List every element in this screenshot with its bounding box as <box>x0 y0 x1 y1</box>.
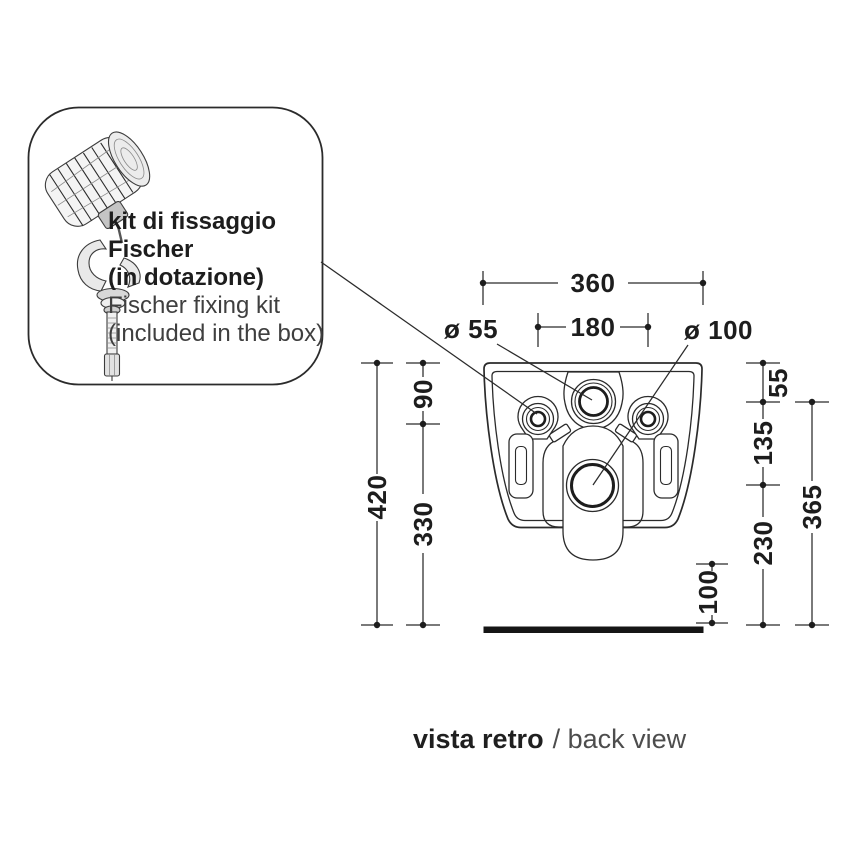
dim-value-90: 90 <box>408 379 438 409</box>
waste-outlet-hole <box>565 458 620 513</box>
dimension-365: 365 <box>795 398 829 629</box>
water-inlet-hole <box>570 378 617 425</box>
anchor-hook <box>76 239 108 292</box>
dim-value-55: 55 <box>763 368 793 398</box>
callout-line-1: kit di fissaggio <box>108 208 276 235</box>
dim-value-330: 330 <box>408 502 438 547</box>
dim-value-360: 360 <box>571 268 616 298</box>
dimension-90-330: 90 330 <box>406 359 440 629</box>
caption-italian: vista retro <box>413 724 544 754</box>
dim-value-180: 180 <box>571 312 616 342</box>
anchor-collar <box>97 200 129 230</box>
outlet-diameter-leader <box>592 344 689 486</box>
anchor-plug-ribs <box>49 142 134 227</box>
toilet-body-back-view <box>483 362 703 561</box>
anchor-sleeve <box>103 353 121 377</box>
caption-english: / back view <box>553 724 687 754</box>
callout-line-3: (in dotazione) <box>108 264 264 291</box>
anchor-plug-face <box>107 131 151 187</box>
dimension-100: 100 <box>693 560 728 627</box>
anchor-claw <box>119 257 141 288</box>
dim-value-135: 135 <box>748 421 778 466</box>
dimension-55-135-230: 55 135 230 <box>746 359 793 629</box>
dim-value-100: 100 <box>693 570 723 615</box>
callout-line-2: Fischer <box>108 236 193 263</box>
floor-line <box>483 626 704 633</box>
right-tab <box>614 423 638 443</box>
anchor-pin <box>116 225 124 244</box>
left-slot <box>508 433 534 499</box>
dim-value-420: 420 <box>362 475 392 520</box>
view-caption: vista retro / back view <box>413 724 687 754</box>
right-slot-inner <box>659 445 673 486</box>
inlet-diameter-leader <box>496 343 593 401</box>
dim-value-outlet-diameter: ø 100 <box>684 315 753 345</box>
dim-value-inlet-diameter: ø 55 <box>444 314 498 344</box>
dimension-holes-spacing: 180 <box>534 312 652 347</box>
right-slot <box>653 433 679 499</box>
callout-line-5: (included in the box) <box>108 320 324 347</box>
left-slot-inner <box>514 445 528 486</box>
left-fixing-hole <box>521 402 555 436</box>
dim-value-365: 365 <box>797 485 827 530</box>
fischer-anchor-illustration <box>44 131 151 381</box>
callout-leader-line <box>320 261 538 415</box>
dimension-overall-height: 420 <box>361 359 393 629</box>
callout-box: kit di fissaggio Fischer (in dotazione) … <box>27 106 324 386</box>
dimension-overall-width: 360 <box>479 268 707 305</box>
dim-value-230: 230 <box>748 521 778 566</box>
callout-line-4: Fischer fixing kit <box>108 292 280 319</box>
right-fixing-hole <box>631 402 665 436</box>
left-tab <box>548 423 572 443</box>
